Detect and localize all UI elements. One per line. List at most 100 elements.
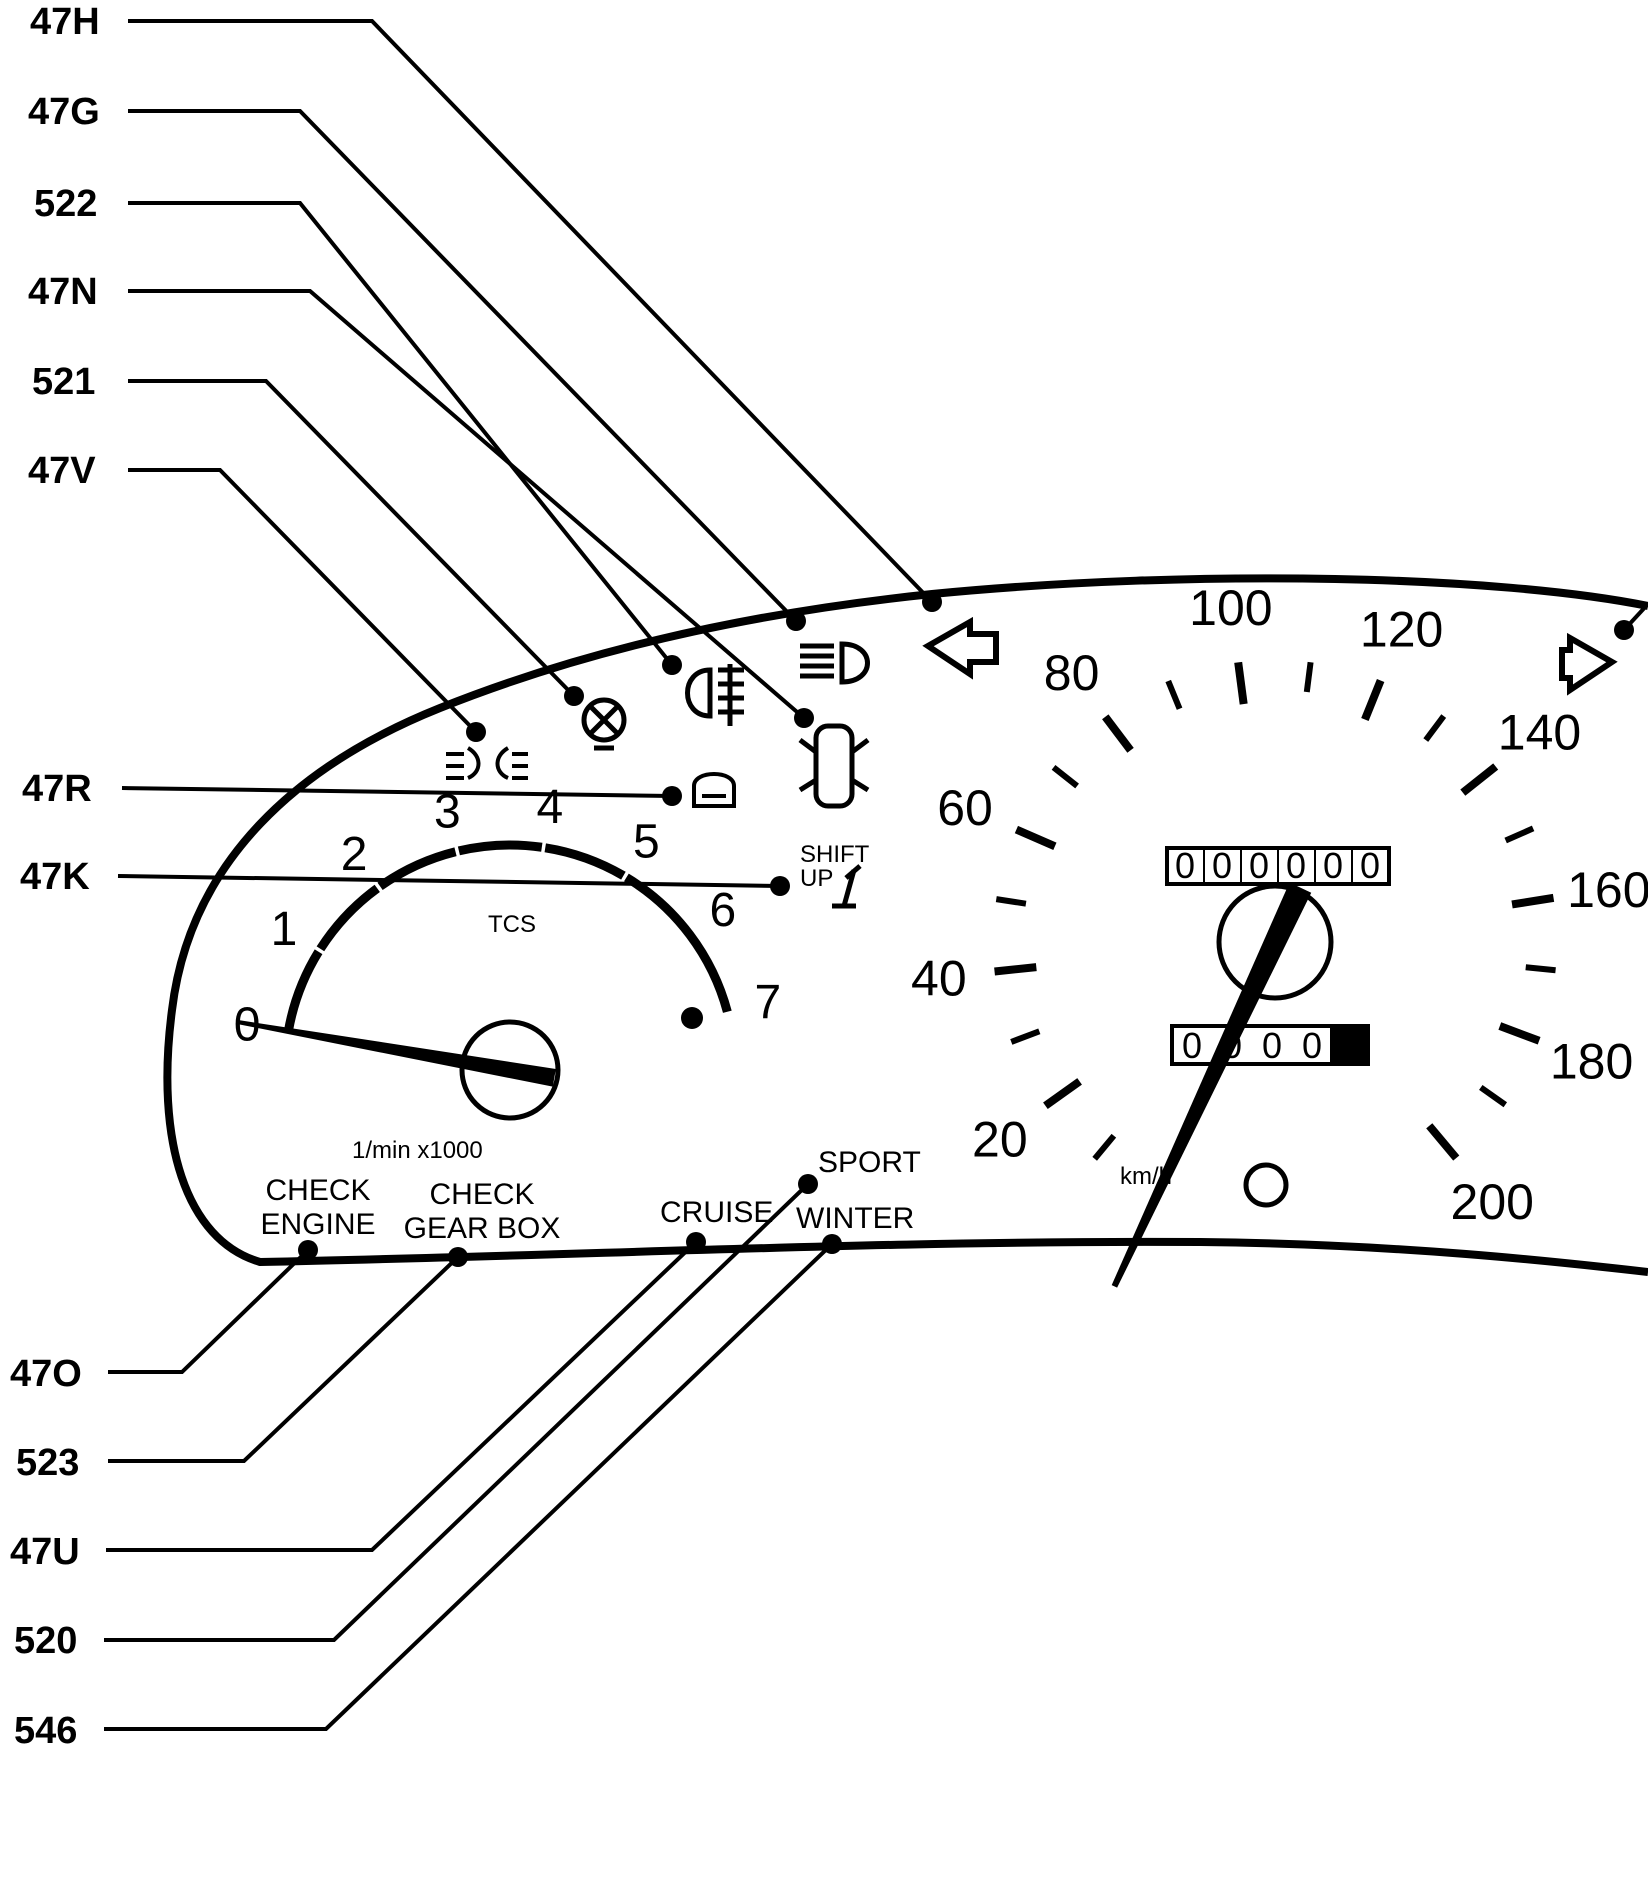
shift-up-label-line2: UP (800, 865, 833, 892)
callout-dot-522 (662, 655, 682, 675)
sport-label: SPORT (818, 1146, 921, 1179)
leader-47G (128, 109, 798, 623)
speedometer-number: 80 (1044, 645, 1100, 701)
trip-digit: 0 (1222, 1025, 1242, 1066)
callout-label-47H: 47H (30, 1, 100, 43)
speedometer-tick (1102, 714, 1134, 753)
front-fog-light-icon (446, 746, 528, 780)
leader-522 (128, 201, 674, 667)
shift-up-label-line1: SHIFT (800, 841, 870, 868)
trip-reset-knob (1243, 1162, 1289, 1208)
trip-digit: 0 (1182, 1025, 1202, 1066)
speedometer-tick (1361, 679, 1385, 721)
leader-47U (106, 1240, 698, 1552)
speedometer-number: 40 (911, 950, 967, 1006)
speedometer-tick (1460, 763, 1499, 796)
speedometer-tick (1303, 661, 1314, 693)
speedometer-tick (1423, 714, 1447, 742)
trip-digit: 0 (1262, 1025, 1282, 1066)
tachometer: 01234567 TCS 1/min x1000 (234, 781, 782, 1164)
speedometer-tick (1051, 765, 1079, 789)
tachometer-number: 1 (271, 903, 298, 956)
bulb-failure-icon (581, 697, 627, 751)
speedometer-tick (995, 896, 1027, 907)
callout-dot-520 (798, 1174, 818, 1194)
speedometer-tick (1511, 893, 1555, 909)
shift-up-icon (832, 864, 862, 909)
callout-label-522: 522 (34, 183, 97, 225)
speedometer-tick (994, 963, 1037, 976)
odometer-digit: 0 (1249, 845, 1269, 886)
speedometer-number: 100 (1189, 580, 1272, 636)
cruise-label: CRUISE (660, 1196, 773, 1229)
leader-546 (104, 1242, 834, 1731)
speedometer-tick (1498, 1022, 1541, 1045)
callout-dot-47K (770, 876, 790, 896)
speedometer-tick (1479, 1084, 1508, 1108)
tachometer-arc-segment (283, 949, 323, 1032)
speedometer-ticks (994, 661, 1556, 1161)
tachometer-arc-segment (377, 847, 457, 890)
tachometer-arc-segment (457, 840, 543, 856)
tcs-label: TCS (488, 911, 536, 938)
tachometer-number: 5 (633, 815, 660, 868)
callout-dot-523 (448, 1247, 468, 1267)
door-open-icon (798, 723, 870, 809)
left-callout-lines (117, 19, 1648, 888)
rear-fog-light-icon (685, 664, 744, 726)
check-gearbox-label-line2: GEAR BOX (404, 1212, 561, 1245)
speedometer-number: 120 (1360, 602, 1443, 658)
callout-label-47K: 47K (20, 856, 90, 898)
traction-control-icon (692, 772, 736, 808)
speedometer-tick (1092, 1133, 1117, 1161)
speedometer-number: 160 (1567, 862, 1648, 918)
leader-47V (128, 468, 478, 734)
left-callout-dots (466, 592, 1634, 896)
callout-label-521: 521 (32, 361, 95, 403)
tachometer-arc-segment (316, 884, 380, 952)
leader-47H (128, 19, 934, 604)
speedometer-needle (1111, 882, 1312, 1288)
leader-47R (121, 786, 673, 798)
odometer-digit: 0 (1175, 845, 1195, 886)
bottom-callout-labels: 47O 523 47U 520 546 (10, 1353, 82, 1752)
callout-label-523: 523 (16, 1442, 79, 1484)
speedometer-number: 60 (937, 780, 993, 836)
tachometer-arc-segment (544, 843, 626, 880)
tachometer-number: 3 (434, 785, 461, 838)
tachometer-arc-segment (624, 873, 732, 1013)
speedometer-tick (1504, 825, 1535, 844)
odometer-digit: 0 (1212, 845, 1232, 886)
leader-47N (128, 289, 806, 720)
bottom-callout-dots (298, 1174, 842, 1267)
cluster-outline (163, 574, 1648, 1276)
callout-dot-47G (786, 611, 806, 631)
leader-520 (104, 1182, 810, 1642)
callout-label-520: 520 (14, 1620, 77, 1662)
callout-dot-47V (466, 722, 486, 742)
trip-digit: 0 (1302, 1025, 1322, 1066)
tachometer-unit: 1/min x1000 (352, 1137, 483, 1164)
odometer-digit: 0 (1286, 845, 1306, 886)
leader-47O (108, 1248, 310, 1374)
trip-meter-frame (1170, 1024, 1370, 1066)
trip-meter-black-cell (1330, 1028, 1366, 1062)
check-engine-label-line1: CHECK (265, 1174, 370, 1207)
speedometer-unit: km/h (1120, 1163, 1172, 1190)
callout-dot-47N (794, 708, 814, 728)
speedometer-tick (1010, 1028, 1041, 1045)
callout-dot-47O (298, 1240, 318, 1260)
speedometer-number: 200 (1451, 1174, 1534, 1230)
tachometer-needle (235, 1019, 556, 1087)
leader-47K (117, 874, 781, 888)
speedometer-tick (1165, 679, 1183, 710)
tachometer-scale-arc (283, 840, 732, 1032)
tachometer-number: 2 (341, 828, 368, 881)
odometer-digit: 0 (1360, 845, 1380, 886)
tachometer-hub (459, 1019, 561, 1121)
